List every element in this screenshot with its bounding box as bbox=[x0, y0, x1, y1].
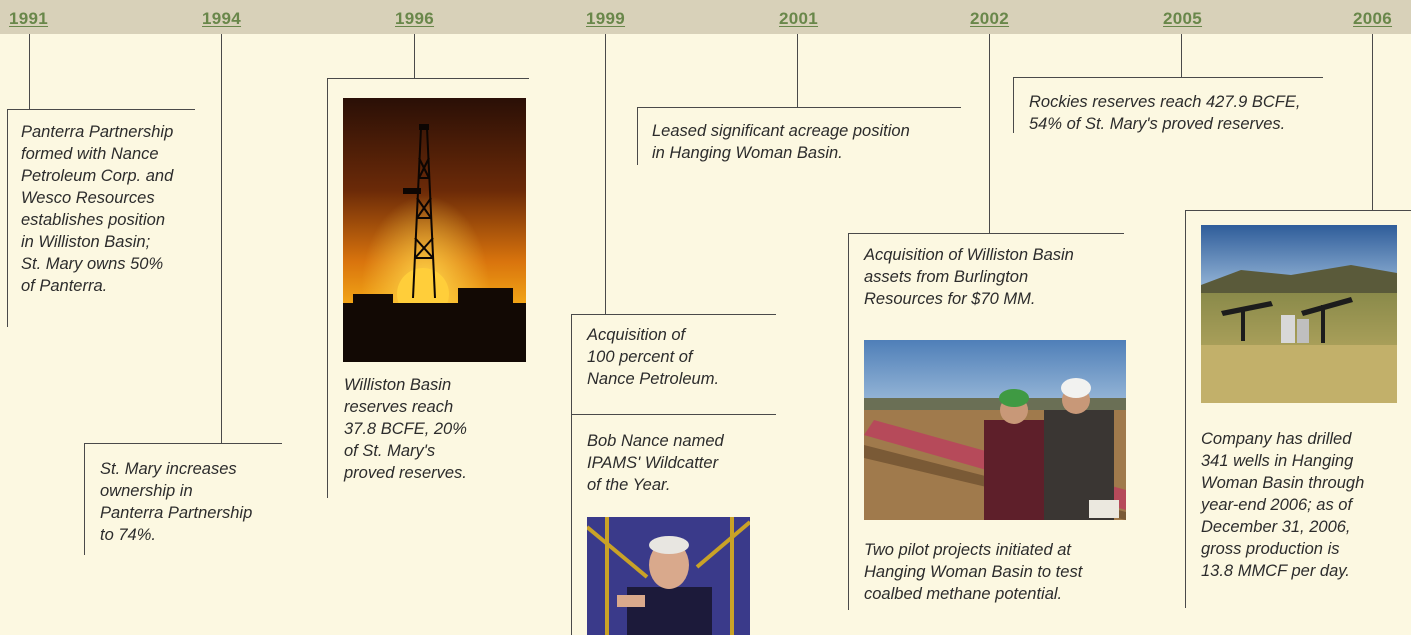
connector-2002-bracket-top bbox=[848, 233, 1124, 234]
connector-2006-vertical bbox=[1372, 34, 1373, 211]
connector-1994-bracket-left bbox=[84, 443, 85, 555]
entry-1996-text: Williston Basin reserves reach 37.8 BCFE… bbox=[344, 376, 467, 482]
connector-2001-bracket-top bbox=[637, 107, 961, 108]
entry-1999-acquisition-text: Acquisition of 100 percent of Nance Petr… bbox=[587, 326, 720, 388]
entry-1999-award-text: Bob Nance named IPAMS' Wildcatter of the… bbox=[587, 432, 724, 494]
connector-2005-bracket-left bbox=[1013, 77, 1014, 133]
connector-2006-bracket-left bbox=[1185, 210, 1186, 608]
entry-1991-text: Panterra Partnership formed with Nance P… bbox=[21, 123, 174, 295]
year-2005: 2005 bbox=[1163, 9, 1203, 28]
year-2002: 2002 bbox=[970, 9, 1010, 28]
connector-1996-vertical bbox=[414, 34, 415, 79]
connector-1991-vertical bbox=[29, 34, 30, 110]
connector-2001-vertical bbox=[797, 34, 798, 108]
connector-2002-vertical bbox=[989, 34, 990, 234]
connector-1999-divider bbox=[571, 414, 776, 415]
pipeline-workers-photo bbox=[864, 340, 1126, 520]
connector-1996-bracket-left bbox=[327, 78, 328, 498]
entry-2006-text: Company has drilled 341 wells in Hanging… bbox=[1201, 430, 1365, 580]
year-1996: 1996 bbox=[395, 9, 435, 28]
connector-2006-bracket-top bbox=[1185, 210, 1411, 211]
year-1991: 1991 bbox=[9, 9, 49, 28]
connector-2005-bracket-top bbox=[1013, 77, 1323, 78]
year-2006: 2006 bbox=[1353, 9, 1393, 28]
entry-2002-acquisition-text: Acquisition of Williston Basin assets fr… bbox=[864, 246, 1074, 308]
connector-1999-bracket-top bbox=[571, 314, 776, 315]
connector-1999-vertical bbox=[605, 34, 606, 315]
year-1994: 1994 bbox=[202, 9, 242, 28]
connector-1991-bracket-top bbox=[7, 109, 195, 110]
connector-2005-vertical bbox=[1181, 34, 1182, 78]
entry-2001-text: Leased significant acreage position in H… bbox=[652, 122, 910, 162]
portrait-photo bbox=[587, 517, 750, 635]
year-1999: 1999 bbox=[586, 9, 626, 28]
entry-2002-pilot-text: Two pilot projects initiated at Hanging … bbox=[864, 541, 1083, 603]
connector-2001-bracket-left bbox=[637, 107, 638, 165]
drilling-rig-sunset-photo bbox=[343, 98, 526, 362]
year-bar: 1991 1994 1996 1999 2001 2002 2005 2006 bbox=[0, 0, 1411, 34]
connector-1994-vertical bbox=[221, 34, 222, 444]
year-2001: 2001 bbox=[779, 9, 819, 28]
connector-1991-bracket-left bbox=[7, 109, 8, 327]
connector-2002-bracket-left bbox=[848, 233, 849, 610]
connector-1994-bracket-top bbox=[84, 443, 282, 444]
connector-1996-bracket-top bbox=[327, 78, 529, 79]
pumpjacks-field-photo bbox=[1201, 225, 1397, 403]
entry-2005-text: Rockies reserves reach 427.9 BCFE, 54% o… bbox=[1029, 93, 1301, 133]
connector-1999-bracket-left bbox=[571, 314, 572, 635]
entry-1994-text: St. Mary increases ownership in Panterra… bbox=[100, 460, 253, 544]
